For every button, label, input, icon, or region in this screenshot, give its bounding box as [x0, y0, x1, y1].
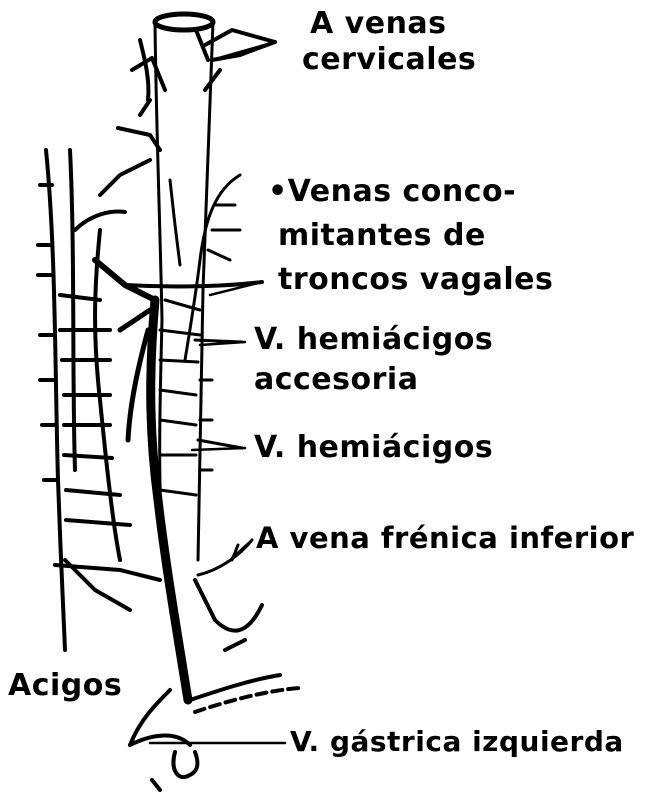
- label-cervical-veins: A venas cervicales: [310, 6, 476, 78]
- label-line: A venas: [310, 6, 476, 42]
- left-gastric-vein: [130, 605, 300, 790]
- label-azygos: Acigos: [8, 668, 122, 704]
- main-central-vein: [95, 260, 215, 700]
- label-left-gastric: V. gástrica izquierda: [290, 724, 624, 760]
- label-hemiazygos-accessory: V. hemiácigos accesoria: [254, 320, 493, 400]
- label-line: troncos vagales: [278, 258, 553, 302]
- label-line: cervicales: [302, 42, 476, 78]
- label-line: V. hemiácigos: [254, 320, 493, 360]
- label-line: accesoria: [254, 360, 493, 400]
- label-line: •Venas conco-: [268, 170, 553, 214]
- label-line: mitantes de: [278, 214, 553, 258]
- label-hemiazygos: V. hemiácigos: [254, 430, 493, 466]
- label-inferior-phrenic: A vena frénica inferior: [256, 520, 634, 556]
- label-vagal-veins: •Venas conco- mitantes de troncos vagale…: [268, 170, 553, 302]
- inferior-phrenic-vein: [198, 540, 252, 575]
- cervical-veins: [100, 30, 275, 195]
- azygos-vein: [38, 150, 160, 650]
